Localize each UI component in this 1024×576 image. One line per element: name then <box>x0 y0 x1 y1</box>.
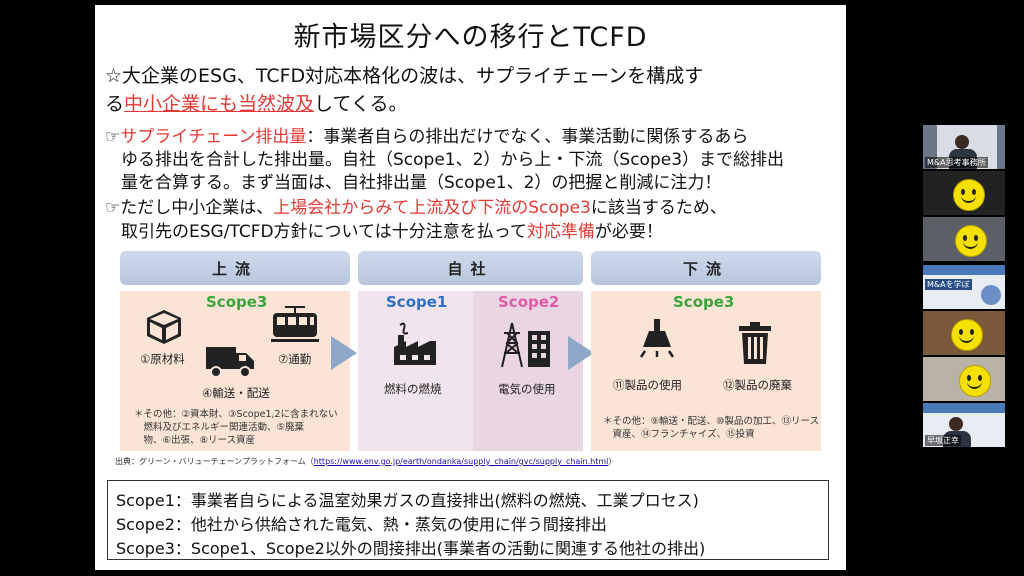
pointing-hand-icon: ☞ <box>105 198 121 218</box>
upstream-note: ＊その他：②資本財、③Scope1,2に含まれない 燃料及びエネルギー関連活動、… <box>134 408 338 447</box>
person-head <box>955 135 969 149</box>
participant-tile-6[interactable] <box>923 357 1005 401</box>
downstream-header: 下流 <box>591 251 821 285</box>
product-disposal-label: ⑫製品の廃棄 <box>723 378 792 392</box>
bullet-1-line-3: 量を合算する。まず当面は、自社排出量（Scope1、2）の把握と削減に注力！ <box>121 173 722 193</box>
bullet-2-line-1: ☞ただし中小企業は、上場会社からみて上流及び下流のScope3に該当するため、 <box>105 193 727 218</box>
bullet-1-rest: ：事業者自らの排出だけでなく、事業活動に関係するあら <box>306 127 749 147</box>
source-citation: 出典：グリーン・バリューチェーンプラットフォーム（https://www.env… <box>115 456 616 467</box>
source-link[interactable]: https://www.env.go.jp/earth/ondanka/supp… <box>313 457 609 466</box>
upstream-header: 上流 <box>120 251 350 285</box>
commute-label: ⑦通勤 <box>278 352 312 366</box>
truck-icon <box>206 347 254 378</box>
intro-line-2-pre: る <box>105 93 125 115</box>
downstream-note-line-1: ＊その他：⑨輸送・配送、⑩製品の加工、⑬リース <box>603 416 820 427</box>
upstream-note-line-3: 物、⑥出張、⑧リース資産 <box>134 435 256 446</box>
smiley-avatar-icon <box>959 365 991 397</box>
tile-banner <box>923 265 1005 275</box>
presentation-slide: 新市場区分への移行とTCFD ☆大企業のESG、TCFD対応本格化の波は、サプラ… <box>95 5 846 570</box>
box-icon <box>147 310 181 344</box>
participant-name-4: M&Aを学ぼ <box>925 279 972 290</box>
smiley-avatar-icon <box>955 225 987 257</box>
bullet-2-line-2-post: が必要！ <box>594 222 663 242</box>
scope-definitions-box: Scope1：事業者自らによる温室効果ガスの直接排出(燃料の燃焼、工業プロセス)… <box>107 480 829 560</box>
bullet-1-line-1: ☞サプライチェーン排出量：事業者自らの排出だけでなく、事業活動に関係するあら <box>105 122 748 147</box>
scope1-label: Scope1 <box>386 293 448 311</box>
bullet-2-highlight: 上場会社からみて上流及び下流のScope3 <box>273 198 591 218</box>
scope1-definition: Scope1：事業者自らによる温室効果ガスの直接排出(燃料の燃焼、工業プロセス) <box>116 491 699 510</box>
downstream-note-line-2: 資産、⑭フランチャイズ、⑮投資 <box>603 429 755 440</box>
trash-can-icon <box>739 322 771 364</box>
power-tower-icon <box>501 322 550 368</box>
bullet-2-pre: ただし中小企業は、 <box>120 198 274 218</box>
intro-line-2: る中小企業にも当然波及してくる。 <box>105 89 408 116</box>
participant-name-7: 早坂正幸 <box>925 435 961 446</box>
company-header: 自社 <box>358 251 583 285</box>
bullet-2-line-2-highlight: 対応準備 <box>526 222 595 242</box>
fuel-combustion-label: 燃料の燃焼 <box>384 382 442 396</box>
flow-arrow-1 <box>331 336 357 370</box>
participant-tile-3[interactable] <box>923 217 1005 261</box>
bullet-2-post: に該当するため、 <box>590 198 727 218</box>
electricity-use-label: 電気の使用 <box>498 382 556 396</box>
bullet-2-line-2-pre: 取引先のESG/TCFD方針については十分注意を払って <box>121 222 527 242</box>
company-panel: Scope1 Scope2 燃料の燃焼 電気の使用 <box>358 291 583 451</box>
intro-highlight: 中小企業にも当然波及 <box>124 93 315 115</box>
factory-icon <box>394 322 436 365</box>
downstream-note: ＊その他：⑨輸送・配送、⑩製品の加工、⑬リース 資産、⑭フランチャイズ、⑮投資 <box>603 415 819 441</box>
scope2-label: Scope2 <box>498 293 560 311</box>
participant-name-1: M&A思考事務所 <box>925 157 988 168</box>
slide-title: 新市場区分への移行とTCFD <box>293 22 648 53</box>
intro-line-2-post: してくる。 <box>314 93 408 115</box>
smiley-avatar-icon <box>953 179 985 211</box>
source-suffix: ） <box>608 457 617 466</box>
train-icon <box>271 306 319 342</box>
bullet-1-line-2: ゆる排出を合計した排出量。自社（Scope1、2）から上・下流（Scope3）ま… <box>121 150 785 170</box>
scope2-definition: Scope2：他社から供給された電気、熱・蒸気の使用に伴う間接排出 <box>116 515 607 534</box>
tile-banner <box>923 403 1005 413</box>
product-use-label: ⑪製品の使用 <box>613 378 682 392</box>
flow-arrow-2 <box>568 336 594 370</box>
scope3-definition: Scope3：Scope1、Scope2以外の間接排出(事業者の活動に関連する他… <box>116 539 706 558</box>
smiley-avatar-icon <box>951 319 983 351</box>
upstream-note-line-2: 燃料及びエネルギー関連活動、⑤廃棄 <box>134 422 305 433</box>
transport-label: ④輸送・配送 <box>202 386 270 400</box>
logo-decoration <box>981 285 1001 305</box>
participant-tile-7[interactable]: 早坂正幸 <box>923 403 1005 447</box>
participant-tile-4[interactable]: M&Aを学ぼ <box>923 265 1005 309</box>
raw-materials-label: ①原材料 <box>140 352 185 366</box>
bullet-1-highlight: サプライチェーン排出量 <box>120 127 307 147</box>
lamp-icon <box>639 319 675 358</box>
upstream-scope3-label: Scope3 <box>206 293 268 311</box>
intro-line-1: ☆大企業のESG、TCFD対応本格化の波は、サプライチェーンを構成す <box>105 65 704 87</box>
bullet-2-line-2: 取引先のESG/TCFD方針については十分注意を払って対応準備が必要！ <box>121 217 663 242</box>
upstream-panel: Scope3 ①原材料 ⑦通勤 ④輸送・配送 ＊その他：②資本財、③Scope1… <box>120 291 350 451</box>
pointing-hand-icon: ☞ <box>105 127 121 147</box>
participant-tile-1[interactable]: M&A思考事務所 <box>923 125 1005 169</box>
downstream-panel: Scope3 ⑪製品の使用 ⑫製品の廃棄 ＊その他：⑨輸送・配送、⑩製品の加工、… <box>591 291 821 451</box>
participant-tile-5[interactable] <box>923 311 1005 355</box>
downstream-scope3-label: Scope3 <box>673 293 735 311</box>
scope2-shade <box>473 291 583 451</box>
participant-tile-2[interactable] <box>923 171 1005 215</box>
person-head <box>949 417 963 431</box>
upstream-note-line-1: ＊その他：②資本財、③Scope1,2に含まれない <box>134 409 338 420</box>
source-prefix: 出典：グリーン・バリューチェーンプラットフォーム（ <box>115 457 314 466</box>
